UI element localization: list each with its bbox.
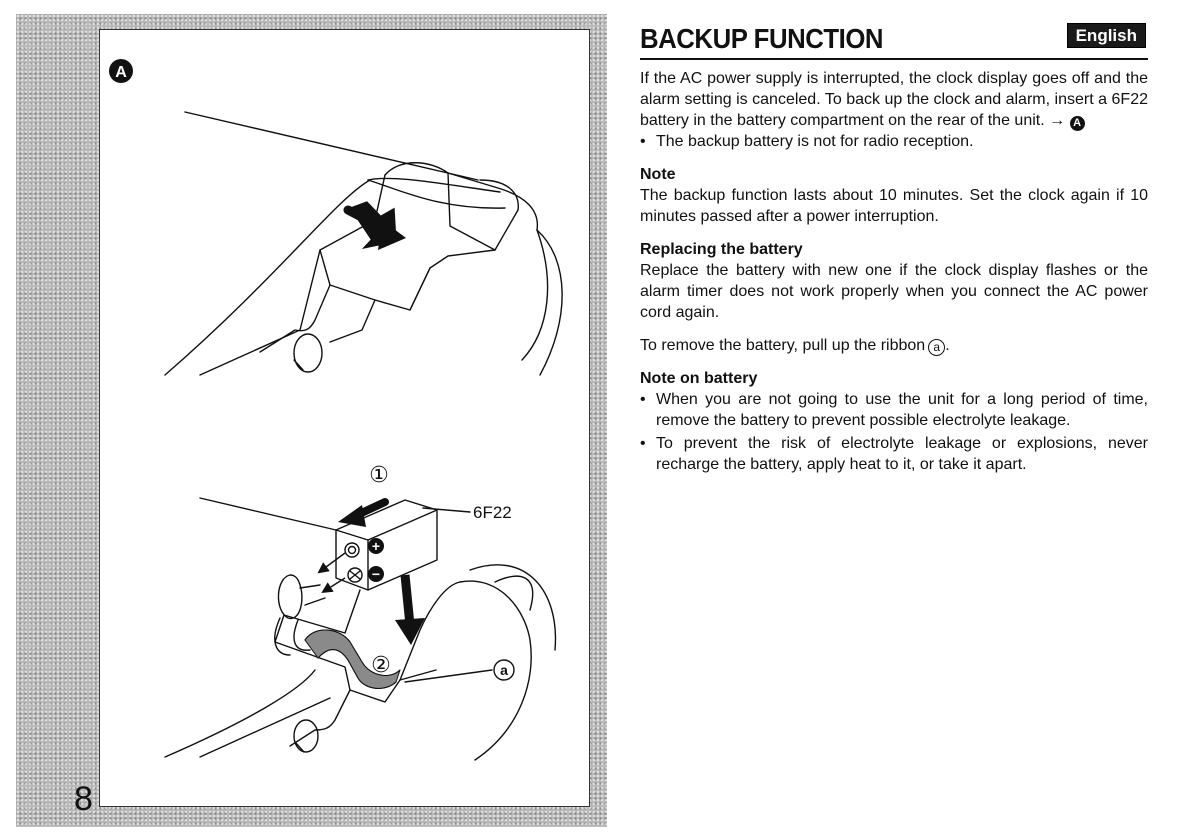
plus-terminal-symbol: + xyxy=(368,538,384,554)
svg-text:+: + xyxy=(372,538,380,554)
battery-note-bullet: •When you are not going to use the unit … xyxy=(640,391,1148,429)
insert-arrow-top xyxy=(343,201,406,250)
remove-instruction: To remove the battery, pull up the ribbo… xyxy=(640,337,950,356)
pull-arrow-2 xyxy=(395,574,425,645)
ribbon-reference: a xyxy=(928,339,946,356)
battery-installation-illustration: A xyxy=(109,59,563,761)
svg-text:−: − xyxy=(372,566,380,582)
illustration-panel: A xyxy=(16,14,607,827)
unit-rear-drawing xyxy=(164,111,563,376)
minus-terminal-symbol: − xyxy=(368,566,384,582)
page-title: BACKUP FUNCTION xyxy=(640,23,884,54)
replacing-text: Replace the battery with new one if the … xyxy=(640,262,1148,321)
svg-text:a: a xyxy=(500,662,508,678)
step-1-label: ① xyxy=(369,463,389,488)
intro-paragraph: If the AC power supply is interrupted, t… xyxy=(640,70,1148,131)
section-header: BACKUP FUNCTION English xyxy=(640,22,1148,60)
text-column: BACKUP FUNCTION English If the AC power … xyxy=(640,22,1148,487)
replacing-heading: Replacing the battery xyxy=(640,241,803,258)
svg-text:A: A xyxy=(115,64,127,81)
ribbon-label: a xyxy=(493,659,515,681)
illustration-frame: A xyxy=(99,29,590,807)
language-badge: English xyxy=(1066,23,1146,48)
note-text: The backup function lasts about 10 minut… xyxy=(640,187,1148,225)
battery-replacement-drawing xyxy=(164,497,557,761)
battery-note-bullet: •To prevent the risk of electrolyte leak… xyxy=(640,435,1148,473)
note-heading: Note xyxy=(640,166,676,183)
battery-type-label: 6F22 xyxy=(473,503,512,522)
connect-arrows xyxy=(317,552,346,593)
ribbon-shape xyxy=(304,629,401,689)
intro-bullet: •The backup battery is not for radio rec… xyxy=(640,133,974,150)
page-number: 8 xyxy=(74,780,93,818)
note-on-battery-heading: Note on battery xyxy=(640,370,758,387)
slide-arrow-1 xyxy=(338,498,389,527)
figure-marker-a: A xyxy=(109,59,133,83)
section-body: If the AC power supply is interrupted, t… xyxy=(640,68,1148,475)
step-2-label: ② xyxy=(371,653,391,678)
figure-a-reference: A xyxy=(1069,116,1085,131)
